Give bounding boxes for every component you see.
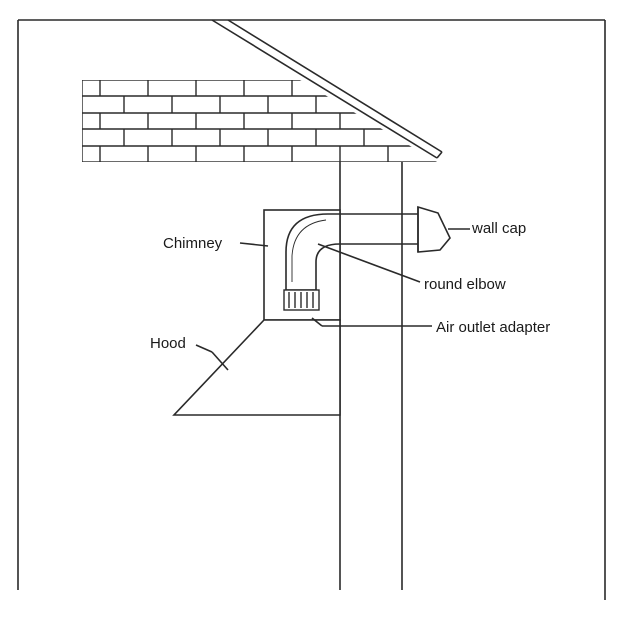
chimney-label: Chimney	[163, 235, 223, 252]
air-outlet-adapter	[283, 289, 320, 311]
air-outlet-adapter-leader	[311, 317, 323, 327]
hood-leader	[195, 344, 213, 353]
wall-cap	[417, 205, 451, 253]
chimney-leader	[239, 242, 269, 247]
wall-cap-label: wall cap	[471, 220, 526, 237]
air-outlet-adapter-label: Air outlet adapter	[436, 319, 550, 336]
frame	[17, 19, 606, 600]
hood-label: Hood	[150, 335, 186, 352]
leader-lines	[195, 228, 470, 371]
hood-leader-diagonal	[211, 351, 229, 371]
roof-slope	[211, 19, 443, 159]
round-elbow-label: round elbow	[424, 276, 506, 293]
brick-roof	[82, 80, 437, 162]
horizontal-duct	[328, 213, 418, 245]
wall-column	[339, 162, 403, 590]
round-elbow-leader	[317, 243, 421, 283]
hood	[172, 319, 341, 416]
